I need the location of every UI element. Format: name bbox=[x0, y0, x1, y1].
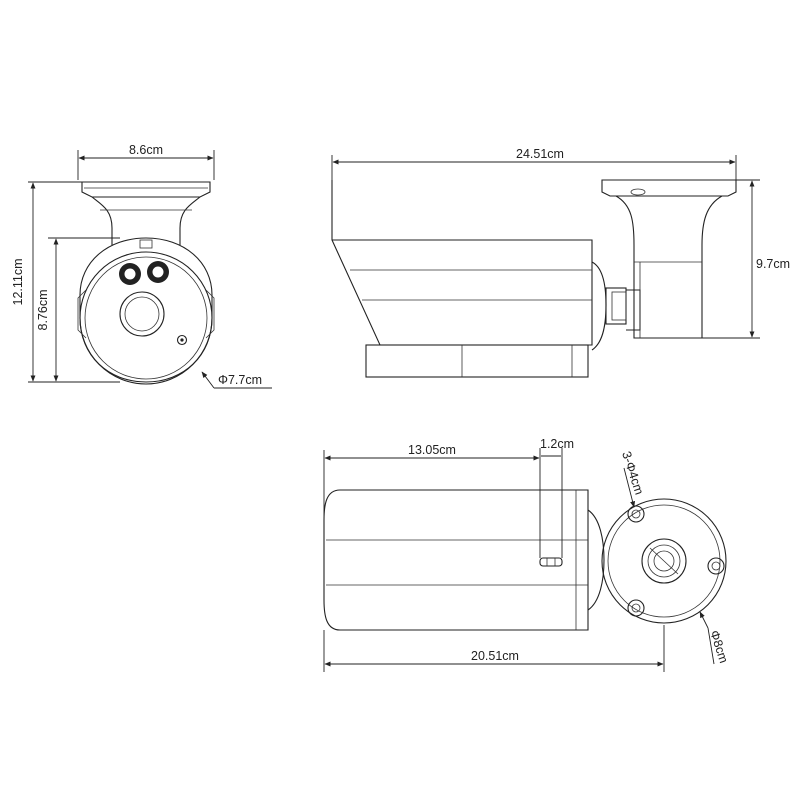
front-mount-plate bbox=[81, 181, 211, 198]
side-bracket bbox=[615, 195, 723, 339]
dim-bottom-offset: 13.05cm bbox=[323, 443, 540, 600]
bottom-rear-connector bbox=[587, 509, 605, 611]
bottom-offset-label: 13.05cm bbox=[408, 443, 456, 457]
front-width-label: 8.6cm bbox=[129, 143, 163, 157]
dim-front-diameter: Φ7.7cm bbox=[201, 371, 272, 389]
front-diameter-label: Φ7.7cm bbox=[218, 373, 262, 387]
side-lower-housing bbox=[365, 344, 589, 378]
dim-bottom-length: 20.51cm bbox=[323, 625, 665, 672]
bottom-slot bbox=[539, 557, 563, 567]
side-mount-plate bbox=[601, 179, 737, 197]
light-sensor bbox=[176, 334, 188, 346]
front-view: 8.6cm 12.11cm 8.76cm Φ7.7cm bbox=[11, 143, 272, 389]
dim-side-height: 9.7cm bbox=[702, 179, 790, 339]
front-mount-neck bbox=[91, 196, 201, 245]
mount-hole-3 bbox=[627, 599, 645, 617]
dim-front-body-height: 8.76cm bbox=[36, 237, 120, 382]
bottom-housing bbox=[323, 489, 589, 631]
dim-bottom-slot: 1.2cm bbox=[539, 437, 574, 558]
dim-mount-holes: 3-Φ4cm bbox=[619, 450, 646, 508]
side-joint bbox=[605, 287, 641, 331]
bottom-slot-label: 1.2cm bbox=[540, 437, 574, 451]
dim-base-diameter: Φ8cm bbox=[699, 611, 731, 665]
mount-holes-label: 3-Φ4cm bbox=[619, 450, 646, 497]
side-height-label: 9.7cm bbox=[756, 257, 790, 271]
side-sun-shield bbox=[331, 180, 593, 346]
ir-led-left bbox=[119, 263, 141, 285]
front-body-height-label: 8.76cm bbox=[36, 290, 50, 331]
dim-front-width: 8.6cm bbox=[77, 143, 215, 180]
front-lens bbox=[119, 291, 165, 337]
side-view: 24.51cm 9.7cm bbox=[331, 147, 790, 378]
mount-hole-1 bbox=[627, 505, 645, 523]
side-rear-cap bbox=[591, 261, 607, 351]
side-length-label: 24.51cm bbox=[516, 147, 564, 161]
mount-hole-2 bbox=[707, 557, 725, 575]
ir-led-right bbox=[147, 261, 169, 283]
front-total-height-label: 12.11cm bbox=[11, 258, 25, 305]
bottom-view: 13.05cm 1.2cm 20.51cm 3-Φ4cm Φ8cm bbox=[323, 437, 731, 672]
bottom-length-label: 20.51cm bbox=[471, 649, 519, 663]
dim-front-total-height: 12.11cm bbox=[11, 181, 120, 383]
bottom-base-plate bbox=[601, 498, 727, 624]
front-housing bbox=[77, 237, 215, 385]
dim-side-length: 24.51cm bbox=[331, 147, 737, 180]
